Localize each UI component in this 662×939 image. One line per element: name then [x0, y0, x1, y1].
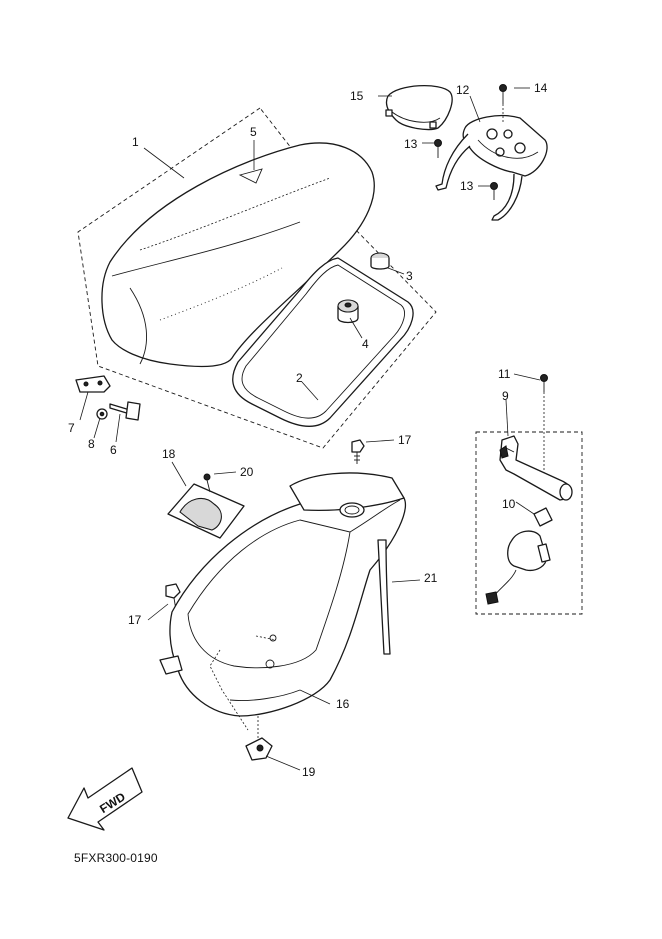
bolt-part-13-upper[interactable]	[434, 139, 442, 159]
damper-part-3[interactable]	[370, 252, 390, 270]
callout-8: 8	[88, 437, 95, 451]
cover-part-18[interactable]	[167, 483, 245, 539]
callout-15: 15	[350, 89, 364, 103]
callout-21: 21	[424, 571, 438, 585]
callout-5: 5	[250, 125, 257, 139]
leader-lines	[79, 87, 541, 771]
bolt-part-11[interactable]	[540, 374, 548, 485]
callout-20: 20	[240, 465, 254, 479]
clip-nut-part-19[interactable]	[245, 716, 273, 761]
callout-7: 7	[68, 421, 75, 435]
bolt-part-6[interactable]	[109, 401, 141, 421]
bolt-part-17-upper[interactable]	[351, 439, 365, 464]
callout-19: 19	[302, 765, 316, 779]
lock-group-outline	[475, 431, 583, 615]
pad-part-15[interactable]	[385, 84, 453, 131]
callout-4: 4	[362, 337, 369, 351]
callout-labels: 1 2 3 4 5 6 7 8 9 10 11 12 13 13 14 15 1…	[68, 81, 548, 779]
nut-part-8[interactable]	[96, 408, 108, 420]
screw-part-20[interactable]	[203, 473, 211, 493]
callout-13-upper: 13	[404, 137, 418, 151]
callout-3: 3	[406, 269, 413, 283]
hinge-bracket-part-7[interactable]	[75, 375, 111, 393]
forward-direction-arrow: FWD	[67, 767, 143, 831]
bolt-part-14[interactable]	[499, 84, 507, 125]
damper-part-4[interactable]	[337, 299, 359, 324]
seat-lock-part-9[interactable]	[499, 435, 573, 501]
callout-14: 14	[534, 81, 548, 95]
hose-part-21[interactable]	[377, 539, 391, 655]
callout-11: 11	[498, 367, 511, 381]
main-switch-part-10[interactable]	[485, 507, 553, 605]
callout-17-upper: 17	[398, 433, 412, 447]
callout-1: 1	[132, 135, 139, 149]
callout-6: 6	[110, 443, 117, 457]
helmet-box-part-16[interactable]	[159, 472, 406, 731]
seat-gasket-part-2[interactable]	[232, 257, 414, 427]
callout-2: 2	[296, 371, 303, 385]
bolt-part-13-lower[interactable]	[490, 182, 498, 201]
callout-18: 18	[162, 447, 176, 461]
callout-12: 12	[456, 83, 470, 97]
callout-16: 16	[336, 697, 350, 711]
diagram-code: 5FXR300-0190	[74, 851, 158, 865]
callout-17-lower: 17	[128, 613, 142, 627]
callout-13-lower: 13	[460, 179, 474, 193]
callout-10: 10	[502, 497, 516, 511]
callout-9: 9	[502, 389, 509, 403]
grab-bar-part-12[interactable]	[435, 114, 548, 221]
